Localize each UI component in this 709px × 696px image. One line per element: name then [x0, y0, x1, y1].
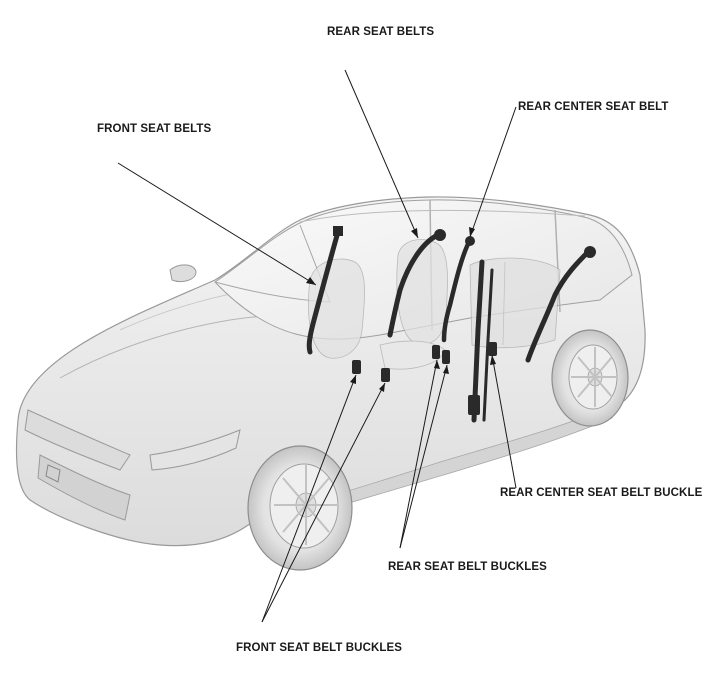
front-wheel: [247, 445, 353, 571]
front-seat-belt: [306, 229, 341, 355]
rear-seat-belt-left: [387, 231, 443, 338]
rear-buckle-2: [442, 350, 450, 364]
side-mirror: [169, 264, 197, 283]
front-fascia: [24, 409, 241, 521]
label-rear-center-seat-belt: REAR CENTER SEAT BELT: [518, 101, 669, 113]
rear-buckle-1: [432, 345, 440, 359]
label-rear-seat-belts: REAR SEAT BELTS: [327, 26, 435, 38]
front-belt-anchor: [333, 226, 343, 236]
label-front-seat-belts: FRONT SEAT BELTS: [97, 123, 212, 135]
rear-wheel: [551, 329, 629, 427]
label-rear-center-seat-belt-buckle: REAR CENTER SEAT BELT BUCKLE: [500, 487, 703, 499]
rear-center-seat-belt: [441, 237, 473, 343]
seat-belts: [306, 226, 596, 423]
front-buckle-2: [381, 368, 390, 382]
label-front-seat-belt-buckles: FRONT SEAT BELT BUCKLES: [236, 642, 403, 654]
leader-lines: [117, 69, 517, 623]
rear-center-buckle: [488, 342, 497, 356]
rear-seat-belt-right: [525, 249, 591, 363]
front-buckle-1: [352, 360, 361, 374]
label-rear-seat-belt-buckles: REAR SEAT BELT BUCKLES: [388, 561, 547, 573]
